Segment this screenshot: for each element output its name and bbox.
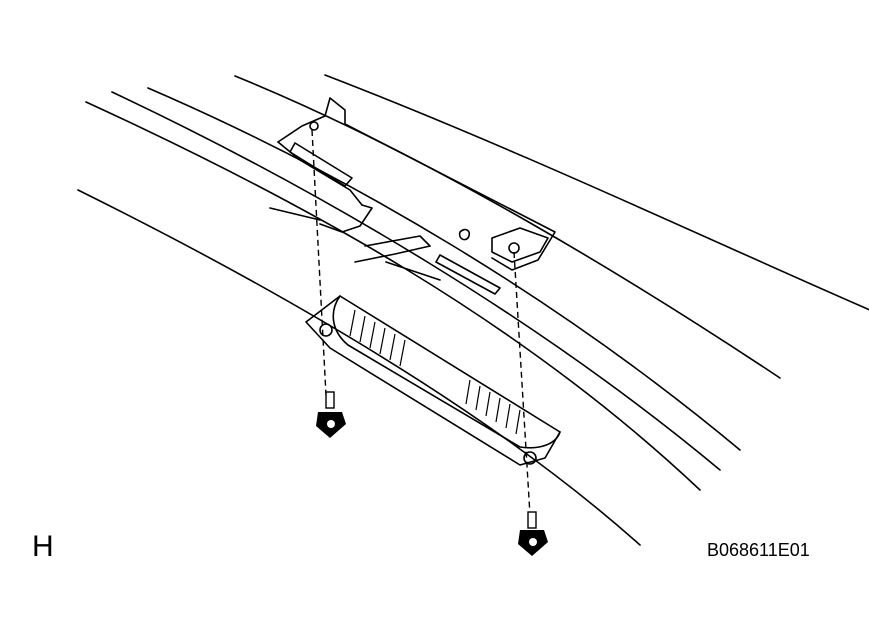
bracket-clip	[458, 228, 471, 241]
view-label: H	[32, 530, 54, 563]
panel-edge-2	[85, 101, 701, 491]
screw-shank	[325, 391, 335, 409]
mounting-bracket	[269, 97, 556, 295]
bracket-outline-left	[277, 141, 363, 206]
panel-edge-1	[77, 189, 641, 546]
screw-right	[518, 511, 548, 556]
panel-edge-3	[111, 91, 721, 471]
alignment-line-right	[513, 251, 531, 516]
bracket-hook	[319, 204, 431, 263]
panel-edge-4	[147, 87, 741, 451]
figure-code: B068611E01	[707, 540, 810, 560]
bracket-slot-1	[289, 142, 353, 187]
body-panel	[77, 74, 869, 546]
lamp-lens-ribs	[349, 309, 521, 435]
lamp-hole-left	[319, 323, 333, 337]
lamp-hole-right	[523, 451, 537, 465]
screw-recess	[529, 538, 537, 546]
bracket-tab-right	[491, 227, 549, 263]
screw-left	[316, 391, 346, 438]
bracket-slot-2	[435, 254, 501, 295]
bracket-outline-top	[277, 97, 556, 271]
alignment-line-left	[311, 129, 327, 396]
bracket-hole-left	[309, 121, 319, 131]
lamp-lens-edge	[332, 295, 561, 449]
lamp-body	[305, 295, 561, 466]
bracket-hole-right	[508, 242, 520, 254]
panel-edge-5	[234, 75, 781, 379]
screw-shank	[527, 511, 537, 529]
lamp-assembly	[305, 295, 561, 466]
bracket-rib	[269, 207, 441, 281]
alignment-lines	[311, 129, 531, 516]
screw-recess	[327, 420, 335, 428]
panel-edge-6	[324, 74, 869, 311]
